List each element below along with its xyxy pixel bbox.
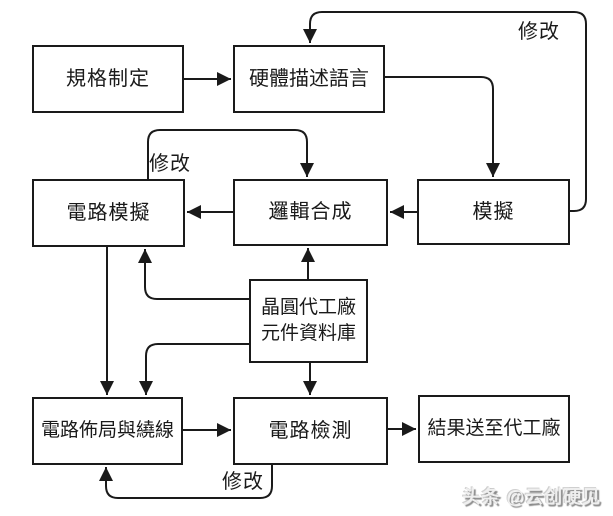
node-circuit-test-label: 電路檢測 — [268, 419, 353, 442]
edge-modify-test-to-layout — [99, 465, 273, 499]
edge-label-modify-bottom: 修改 — [222, 471, 264, 493]
node-logic-synthesis: 邏輯合成 — [233, 179, 388, 246]
edge-foundry-to-circuit-sim — [138, 249, 249, 300]
edge-label-modify-middle: 修改 — [149, 153, 191, 175]
node-send-result-to-foundry: 結果送至代工廠 — [418, 395, 570, 463]
node-layout-routing: 電路佈局與繞線 — [32, 397, 183, 465]
edge-foundry-to-layout — [139, 343, 249, 395]
node-simulation: 模擬 — [417, 179, 570, 245]
node-specification: 規格制定 — [32, 45, 184, 113]
node-foundry-library-label-line2: 元件資料庫 — [260, 323, 356, 344]
node-layout-routing-label: 電路佈局與繞線 — [40, 420, 174, 442]
node-foundry-library-label-line1: 晶圓代工廠 — [260, 297, 356, 319]
node-hdl-label: 硬體描述語言 — [249, 67, 369, 90]
node-circuit-test: 電路檢測 — [233, 397, 388, 465]
node-hdl: 硬體描述語言 — [233, 45, 385, 113]
watermark-text: 头条 @云创硬见 — [462, 487, 601, 507]
edge-label-modify-top: 修改 — [518, 21, 560, 43]
node-foundry-library: 晶圓代工廠 元件資料庫 — [249, 279, 368, 363]
edge-modify-circuit-sim-to-logic-synth — [147, 129, 314, 179]
node-circuit-simulation: 電路模擬 — [32, 179, 185, 247]
node-circuit-simulation-label: 電路模擬 — [66, 201, 151, 224]
node-specification-label: 規格制定 — [66, 67, 150, 90]
node-send-result-to-foundry-label: 結果送至代工廠 — [427, 418, 561, 440]
edge-hdl-to-sim — [385, 76, 500, 177]
edge-modify-sim-to-hdl — [303, 11, 587, 212]
node-logic-synthesis-label: 邏輯合成 — [268, 201, 353, 223]
node-simulation-label: 模擬 — [472, 200, 515, 223]
